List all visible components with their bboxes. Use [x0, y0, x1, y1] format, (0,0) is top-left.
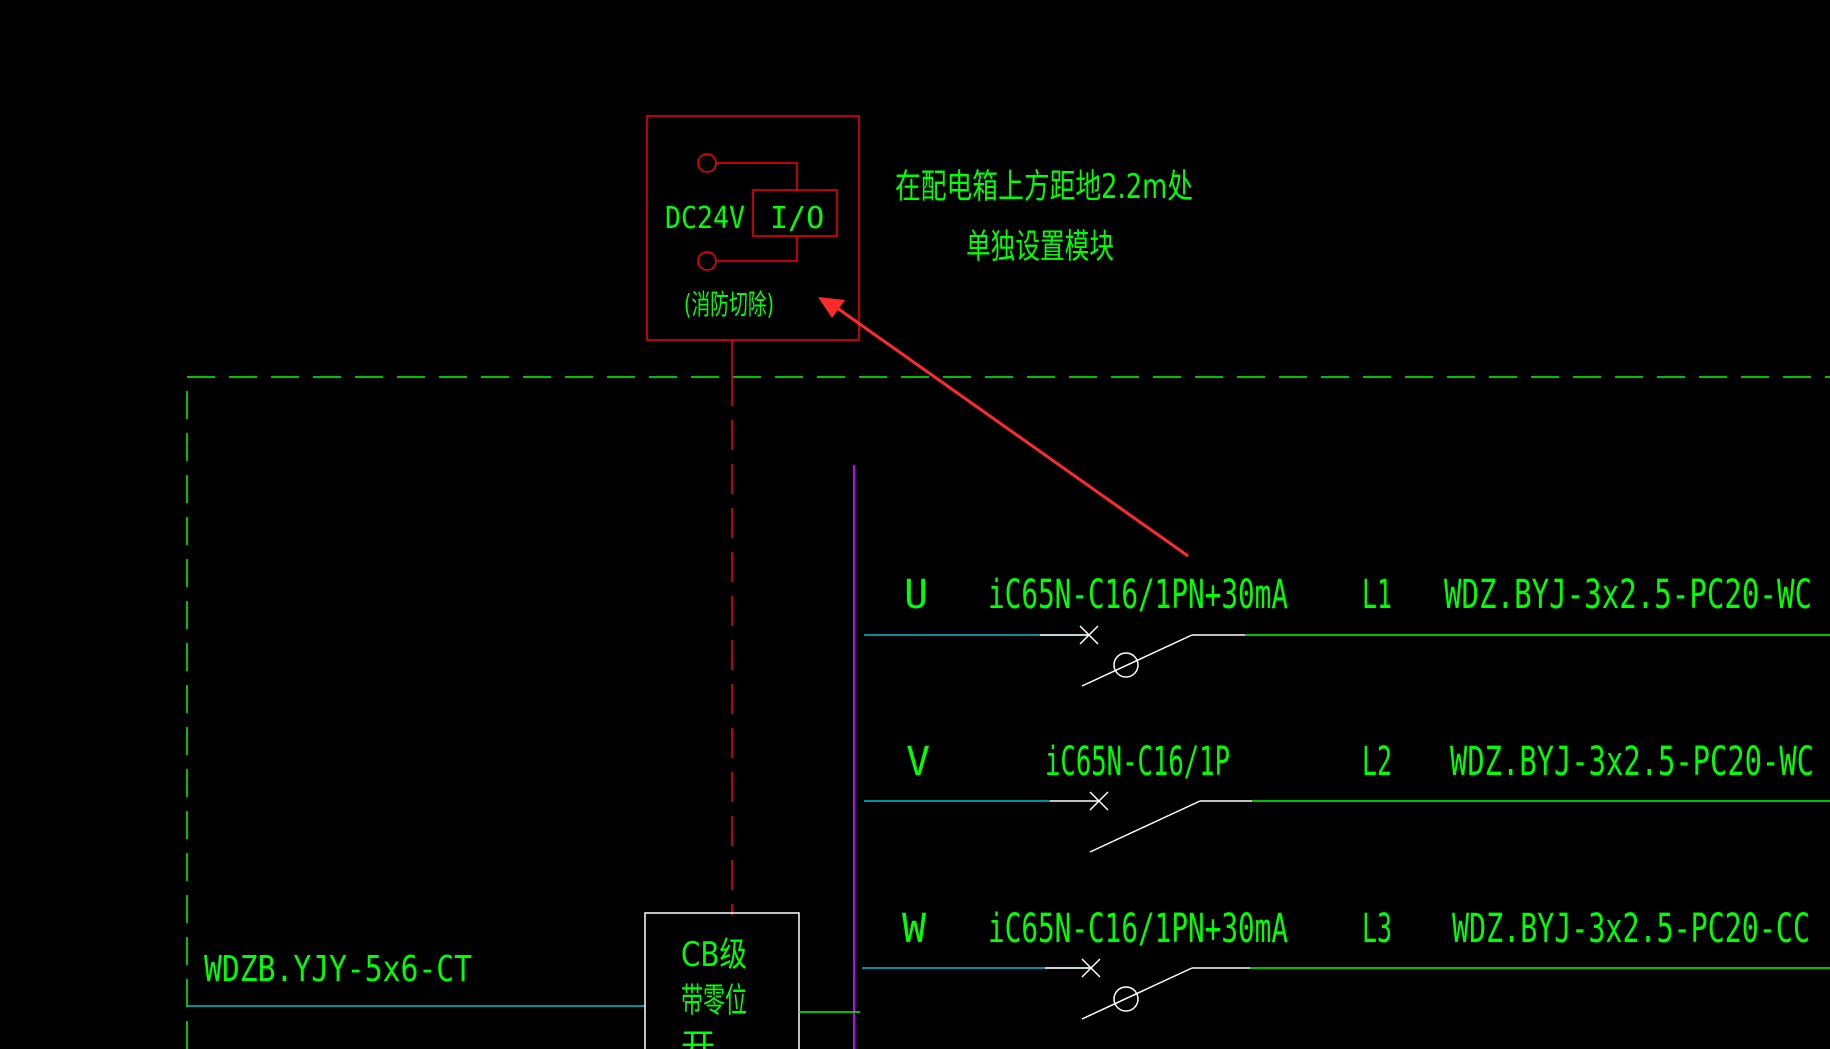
cable-label: WDZ.BYJ-3x2.5-PC20-CC	[1452, 906, 1810, 952]
io-label: I/O	[770, 201, 824, 236]
module-frame	[646, 115, 860, 341]
enclosure-dashed-boundary	[186, 376, 1830, 1049]
function-label: (消防切除)	[684, 288, 774, 321]
incoming-breaker-label-2: 带零位	[681, 981, 747, 1021]
incoming-breaker-label-3: 开	[681, 1027, 715, 1049]
cable-label: WDZ.BYJ-3x2.5-PC20-WC	[1450, 739, 1814, 785]
arrow-head	[818, 297, 845, 318]
phase-label: U	[904, 572, 928, 618]
voltage-label: DC24V	[665, 201, 745, 236]
rcd-circle	[1113, 986, 1139, 1012]
x-mark-b	[1079, 625, 1099, 645]
x-mark-b	[1089, 791, 1109, 811]
phase-label: W	[902, 906, 927, 952]
switch-blade	[1089, 800, 1201, 853]
circuit-id-label: L2	[1362, 739, 1392, 785]
breaker-label: iC65N-C16/1PN+30mA	[988, 572, 1288, 618]
cable-label: WDZ.BYJ-3x2.5-PC20-WC	[1444, 572, 1812, 618]
circuit-id-label: L3	[1362, 906, 1392, 952]
rcd-circle	[1113, 652, 1139, 678]
fire-cut-module: DC24V I/O (消防切除)	[646, 115, 860, 376]
phase-label: V	[906, 739, 930, 785]
circuit-v: V iC65N-C16/1P L2 WDZ.BYJ-3x2.5-PC20-WC	[864, 739, 1830, 853]
circuit-w: W iC65N-C16/1PN+30mA L3 WDZ.BYJ-3x2.5-PC…	[862, 906, 1830, 1020]
io-box	[752, 189, 838, 237]
breaker-label: iC65N-C16/1PN+30mA	[988, 906, 1288, 952]
annotation-arrow	[818, 297, 1189, 558]
arrow-shaft	[829, 301, 1189, 558]
circuit-u: U iC65N-C16/1PN+30mA L1 WDZ.BYJ-3x2.5-PC…	[864, 572, 1830, 687]
note-line-2: 单独设置模块	[966, 227, 1114, 267]
incoming-cable-label: WDZB.YJY-5x6-CT	[204, 949, 472, 990]
note-line-1: 在配电箱上方距地2.2m处	[895, 167, 1193, 207]
incoming-breaker-box	[644, 912, 800, 1049]
terminal-wire-bottom	[716, 236, 798, 262]
incoming-breaker-label-1: CB级	[681, 935, 747, 975]
x-mark-b	[1081, 958, 1101, 978]
circuit-id-label: L1	[1362, 572, 1392, 618]
breaker-label: iC65N-C16/1P	[1045, 739, 1230, 785]
terminal-wire-top	[716, 162, 798, 190]
incoming-feeder: WDZB.YJY-5x6-CT CB级 带零位 开	[187, 912, 860, 1049]
